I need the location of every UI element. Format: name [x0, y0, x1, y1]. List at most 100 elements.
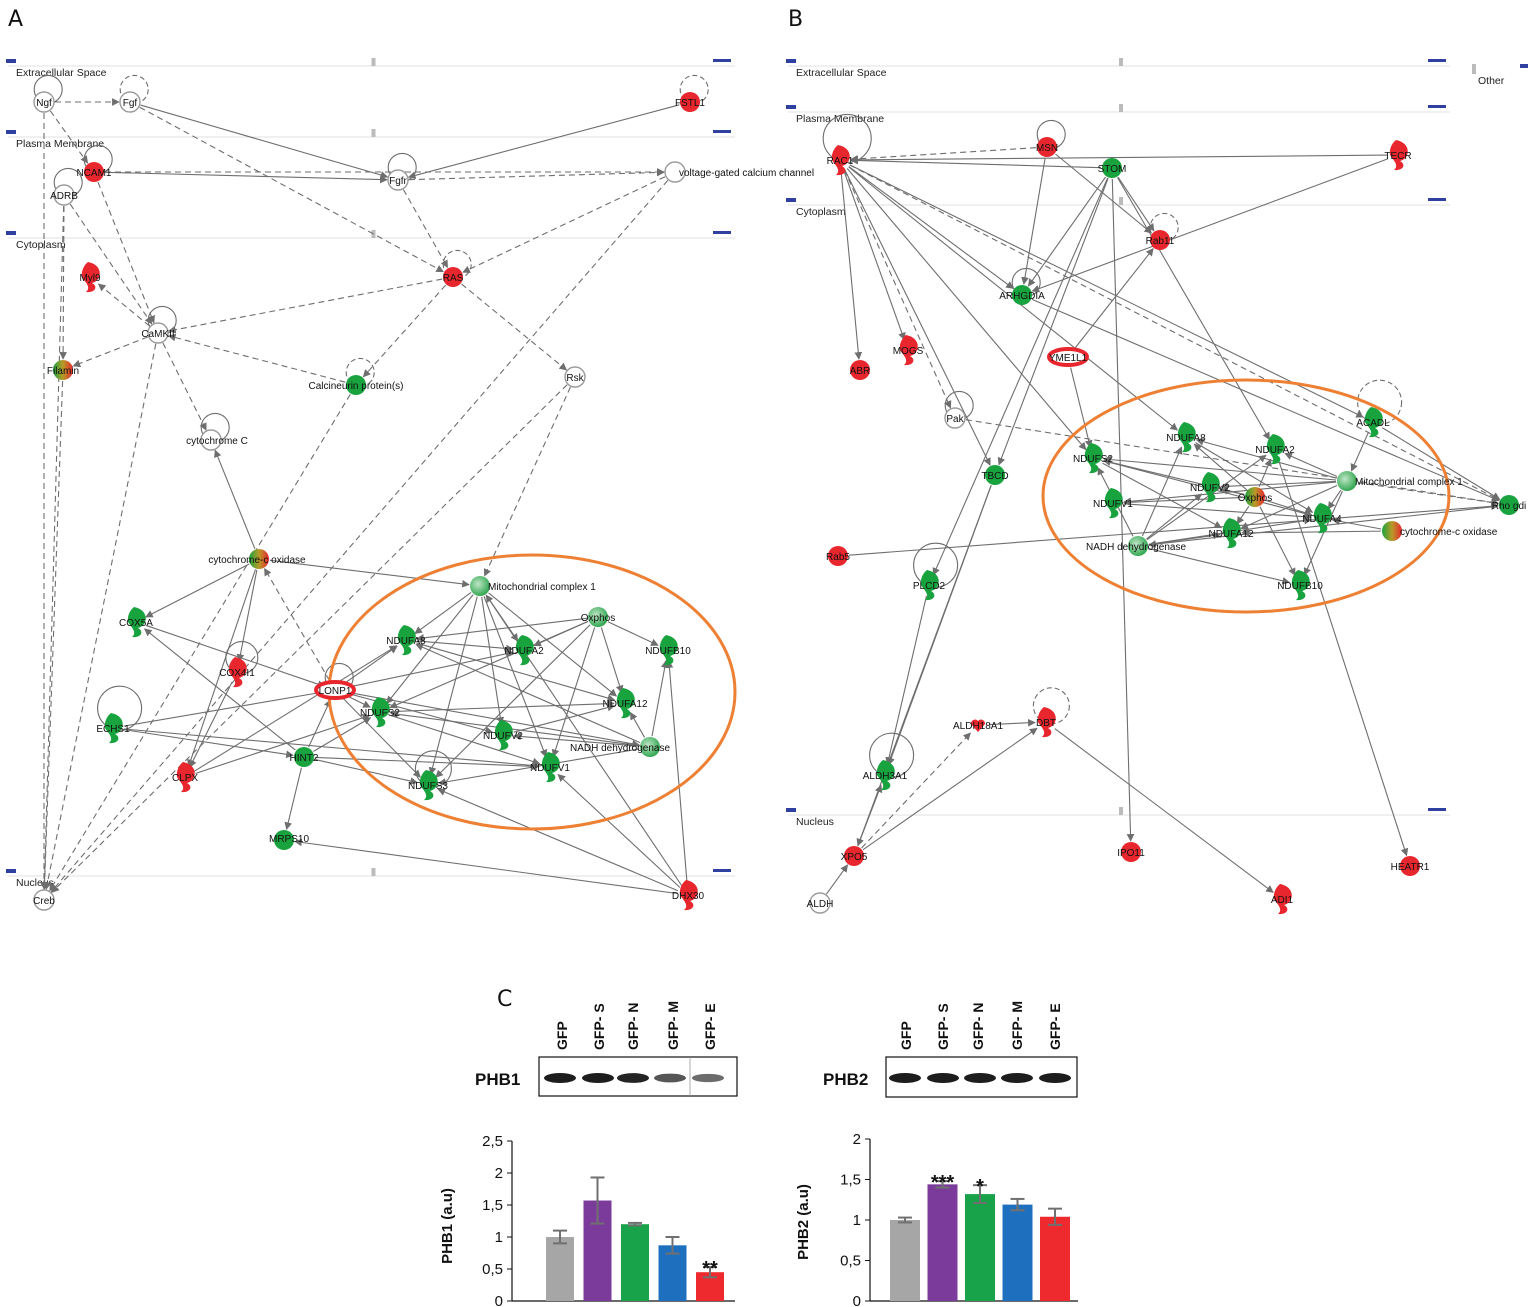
chart2-bar-3	[965, 1194, 995, 1301]
neta-node-lonp1: LONP1	[314, 680, 356, 700]
netb-node-label: NDUFV1	[1093, 499, 1133, 510]
chart-phb2: PHB2 (a.u) 00,511,52****	[795, 1131, 1078, 1307]
neta-edge	[390, 714, 541, 766]
neta-edge	[607, 621, 659, 646]
chart2-significance-2: ***	[931, 1172, 955, 1194]
neta-edge	[49, 394, 351, 892]
neta-node-myl9: Myl9	[79, 262, 101, 293]
netb-node-label: PLCD2	[913, 581, 946, 592]
netb-edge	[848, 166, 1014, 289]
netb-edge	[1327, 489, 1342, 510]
neta-node-shape	[494, 720, 513, 751]
neta-node-shape	[541, 752, 560, 783]
blot1-lane-5: GFP- E	[702, 1003, 718, 1050]
netb-node-tecr: TECR	[1384, 140, 1412, 171]
netb-node-ndufv1: NDUFV1	[1093, 488, 1133, 519]
neta-node-shape	[33, 889, 55, 911]
neta-node-shape	[640, 737, 660, 757]
netb-edge	[1055, 153, 1153, 234]
netb-edge	[1021, 157, 1046, 285]
neta-self-loop	[442, 249, 472, 279]
blot1-band-3	[617, 1073, 649, 1083]
netb-edge	[1193, 443, 1248, 491]
netb-edge	[1277, 459, 1409, 857]
netb-edge	[1117, 176, 1155, 232]
neta-edge	[416, 642, 616, 702]
netb-edge	[965, 419, 1499, 507]
neta-node-label: FSTL1	[675, 98, 705, 109]
netb-node-shape	[970, 719, 986, 732]
neta-edge	[146, 625, 326, 688]
neta-node-shape	[564, 366, 586, 388]
neta-node-label: NADH dehydrogenase	[570, 743, 670, 754]
netb-edge	[850, 147, 1037, 163]
netb-edge	[1220, 480, 1337, 491]
netb-edge	[1111, 178, 1135, 842]
neta-node-echs1: ECHS1	[96, 713, 130, 744]
neta-node-label: Oxphos	[581, 613, 615, 624]
neta-band-grip	[371, 868, 376, 876]
netb-edge	[849, 164, 1364, 418]
netb-edge	[1236, 505, 1250, 525]
neta-edge	[195, 714, 371, 775]
neta-node-fgf: Fgf	[119, 91, 141, 113]
netb-node-shape	[1222, 518, 1241, 549]
neta-node-ndufa12: NDUFA12	[602, 688, 648, 719]
netb-node-shape	[1084, 443, 1103, 474]
neta-edge	[264, 567, 330, 681]
netb-edge	[861, 732, 971, 849]
neta-edge	[345, 692, 494, 735]
netb-edge	[1241, 528, 1382, 537]
netb-edge	[1146, 454, 1267, 541]
netb-node-shape	[1313, 503, 1332, 534]
neta-edge	[665, 660, 688, 885]
netb-node-shape	[1291, 570, 1310, 601]
neta-node-label: NDUFA12	[602, 699, 647, 710]
netb-edge	[1219, 487, 1245, 496]
neta-node-label: NDUFA2	[504, 646, 544, 657]
netb-edge	[885, 595, 928, 766]
neta-edge	[162, 342, 207, 431]
netb-edge	[857, 784, 883, 846]
netb-compartment-label: Nucleus	[796, 816, 834, 828]
chart2-ytick-label: 0	[853, 1293, 861, 1307]
netb-node-dbt: DBT	[1036, 707, 1056, 738]
blot1-protein-label: PHB1	[475, 1070, 520, 1089]
neta-edge	[72, 336, 148, 368]
netb-node-shape	[1047, 347, 1089, 367]
neta-node-label: HINT2	[290, 753, 319, 764]
netb-edge	[826, 864, 849, 895]
neta-node-shape	[294, 747, 314, 767]
netb-edge	[932, 177, 1109, 576]
neta-node-label: NDUFB10	[645, 646, 691, 657]
blot2-band-5	[1039, 1073, 1071, 1083]
netb-node-rac1: RAC1	[827, 145, 854, 176]
neta-edge	[97, 182, 155, 324]
neta-node-label: NDUFS2	[360, 708, 400, 719]
neta-edge	[557, 773, 681, 888]
blot1-lane-4: GFP- M	[665, 1001, 681, 1050]
netb-node-plcd2: PLCD2	[913, 570, 946, 601]
neta-edge	[97, 283, 150, 327]
netb-band-marker	[786, 59, 796, 63]
netb-node-shape	[828, 546, 848, 566]
netb-node-oxphos: Oxphos	[1238, 487, 1272, 507]
netb-band-grip	[1119, 58, 1123, 66]
netb-edge	[840, 170, 863, 360]
netb-node-rab11: Rab11	[1146, 230, 1175, 250]
blot2-bands	[889, 1073, 1071, 1083]
neta-node-shape	[515, 635, 534, 666]
netb-node-shape	[1102, 158, 1122, 178]
netb-band-grip	[1119, 104, 1123, 112]
neta-node-shape	[147, 322, 169, 344]
neta-node-label: COX5A	[119, 618, 153, 629]
neta-node-shape	[680, 92, 700, 112]
netb-node-ndufa8: NDUFA8	[1166, 422, 1206, 453]
neta-edge	[345, 649, 514, 689]
neta-band-marker	[6, 869, 16, 873]
neta-edge	[435, 624, 591, 778]
neta-edge	[313, 717, 372, 752]
blot2-band-4	[1001, 1073, 1033, 1083]
netb-band-marker	[786, 198, 796, 202]
